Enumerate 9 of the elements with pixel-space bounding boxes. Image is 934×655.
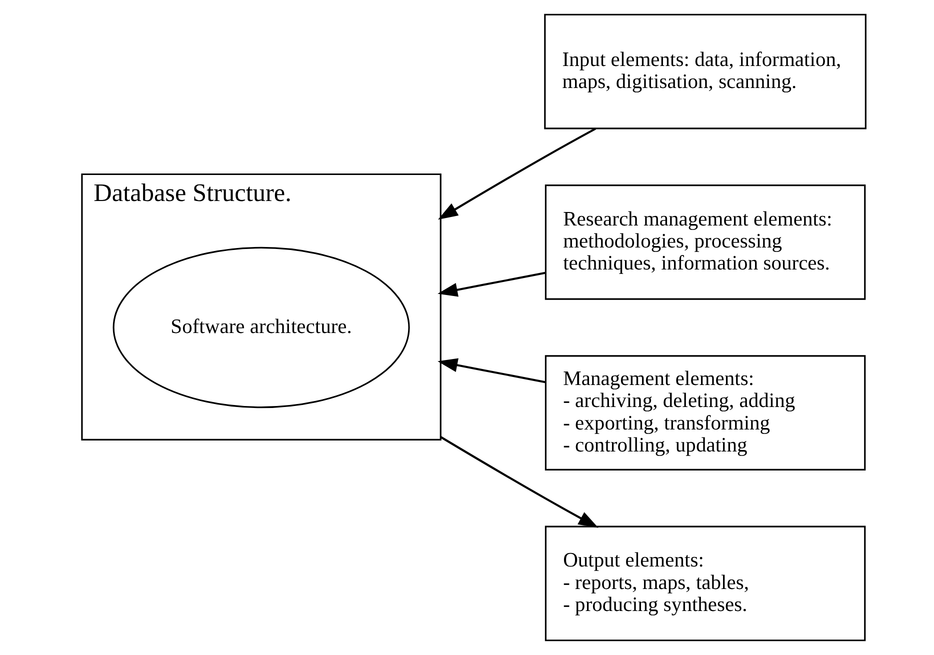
- node-box: Research management elements: methodologies, processing techniques, information sources.: [544, 184, 866, 300]
- arrow: [437, 128, 596, 220]
- node-ellipse: Software architecture.: [112, 246, 410, 408]
- node-box: Output elements: - reports, maps, tables, - producing syntheses.: [544, 526, 866, 642]
- node-box: Input elements: data, information, maps, digitisation, scanning.: [544, 14, 866, 130]
- arrow: [437, 272, 545, 297]
- node-box: Management elements: - archiving, deleting, adding - exporting, transforming - controlling, updating: [544, 355, 866, 470]
- arrow: [437, 358, 545, 384]
- arrow: [440, 436, 598, 528]
